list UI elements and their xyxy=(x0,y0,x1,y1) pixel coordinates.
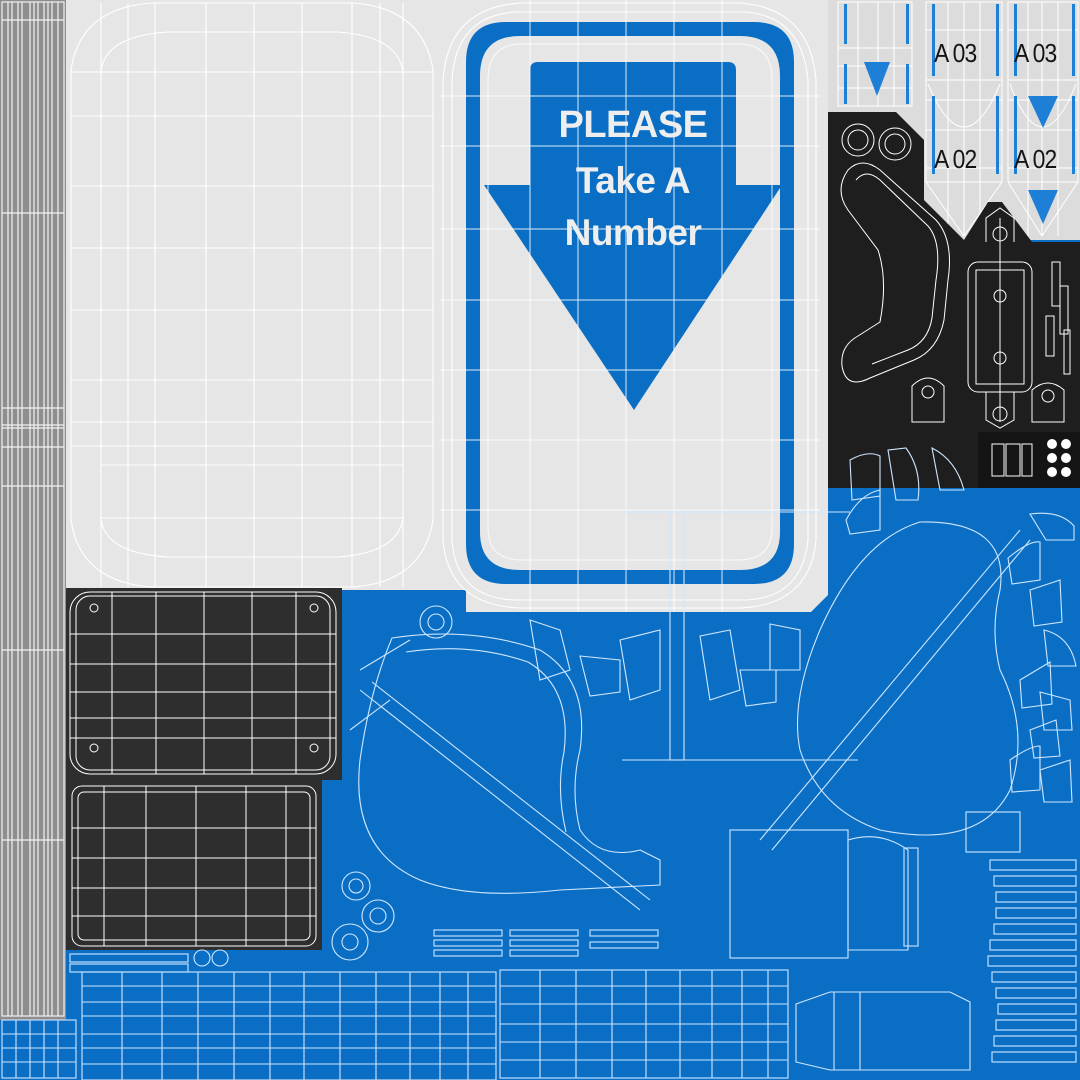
mechanism-parts-panel xyxy=(828,112,1080,488)
blank-back-panel-wireframe xyxy=(70,2,434,588)
dark-tray-panels xyxy=(66,588,342,950)
tag-label-a02-right: A 02 xyxy=(1014,144,1057,174)
sign-graphic xyxy=(440,0,820,612)
tag-label-a02-left: A 02 xyxy=(934,144,977,174)
tag-label-a03-right: A 03 xyxy=(1014,38,1057,68)
sign-line-take-a: Take A xyxy=(575,160,691,201)
sign-line-number: Number xyxy=(564,212,702,253)
sign-line-please: PLEASE xyxy=(558,104,708,146)
tag-label-a03-left: A 03 xyxy=(934,38,977,68)
left-strip-uv xyxy=(0,0,66,1020)
blue-parts-wireframe xyxy=(1,447,1077,1080)
